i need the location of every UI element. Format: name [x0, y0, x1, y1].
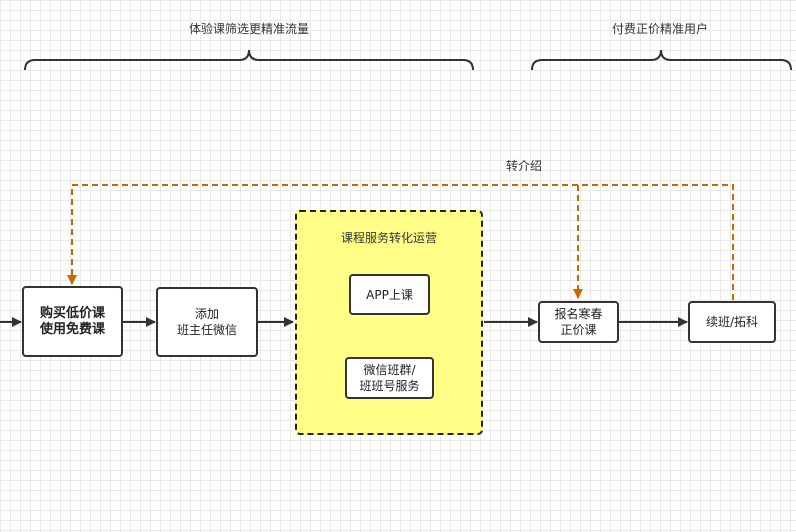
trial-phase-brace	[24, 49, 474, 71]
course-service-ops-group: 课程服务转化运营 APP上课 微信班群/ 班班号服务	[295, 210, 483, 435]
ops-group-title: 课程服务转化运营	[340, 231, 437, 245]
referral-label: 转介绍	[505, 159, 542, 173]
renew-expand-node: 续班/拓科	[688, 301, 776, 343]
add-teacher-wechat-node: 添加 班主任微信	[156, 287, 258, 357]
wechat-group-service-node: 微信班群/ 班班号服务	[345, 357, 434, 399]
paid-phase-brace	[531, 49, 792, 71]
paid-phase-label: 付费正价精准用户	[611, 22, 708, 36]
trial-phase-label: 体验课筛选更精准流量	[188, 22, 309, 36]
app-class-node: APP上课	[349, 274, 430, 315]
referral-loop-line	[67, 184, 734, 300]
enroll-regular-course-node: 报名寒春 正价课	[538, 301, 619, 343]
buy-course-node: 购买低价课 使用免费课	[22, 286, 123, 357]
